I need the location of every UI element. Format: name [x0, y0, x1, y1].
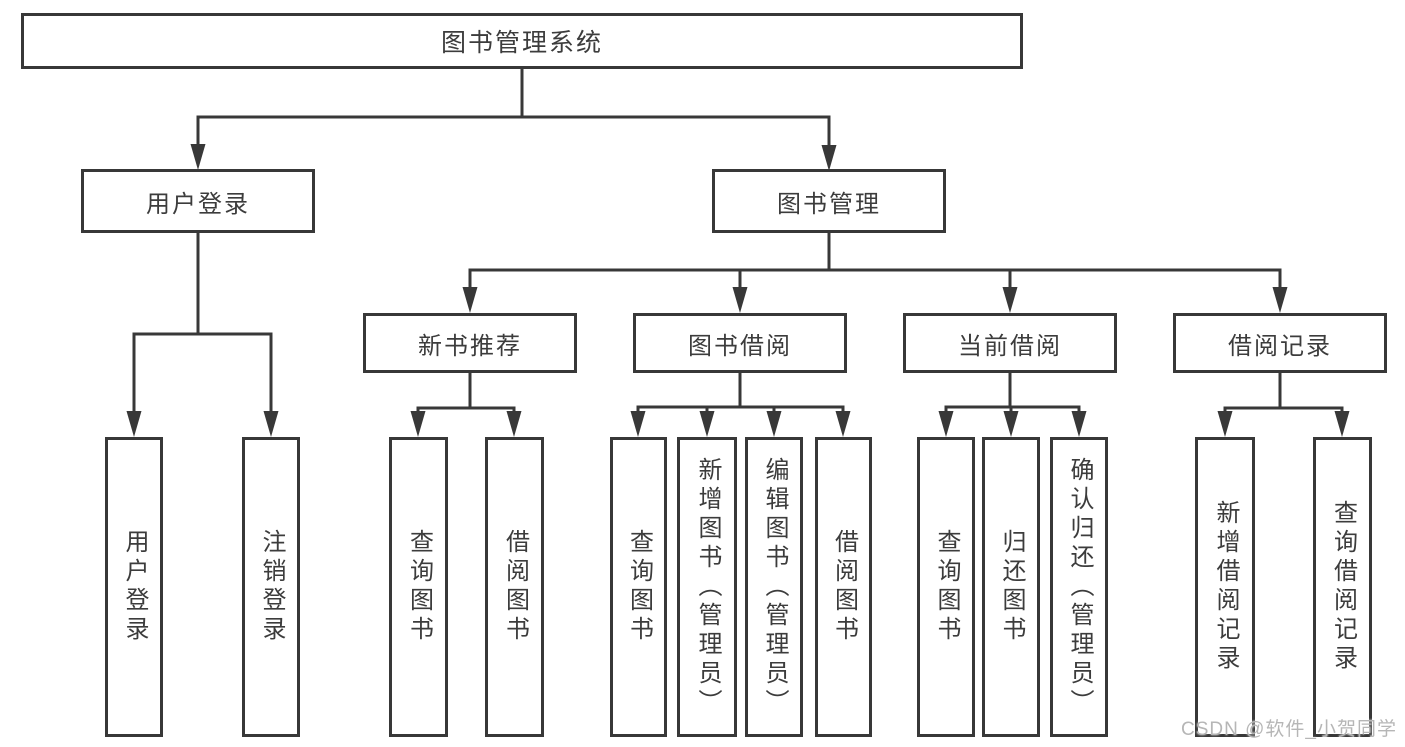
node-label: 图书管理系统	[440, 29, 603, 57]
leaf-borrow-books: 借阅图书	[815, 437, 872, 737]
node-borrow-record: 借阅记录	[1173, 313, 1387, 373]
leaf-label: 借阅图书	[830, 529, 858, 645]
leaf-label: 新增图书（管理员）	[694, 456, 721, 718]
leaf-label: 注销登录	[258, 529, 285, 645]
leaf-borrow-books: 借阅图书	[485, 437, 544, 737]
leaf-logout: 注销登录	[242, 437, 300, 737]
node-label: 当前借阅	[958, 332, 1062, 360]
leaf-add-book-admin: 新增图书（管理员）	[677, 437, 737, 737]
leaf-label: 查询图书	[625, 529, 653, 645]
leaf-edit-book-admin: 编辑图书（管理员）	[745, 437, 803, 737]
leaf-query-books: 查询图书	[389, 437, 448, 737]
leaf-label: 借阅图书	[501, 529, 529, 645]
leaf-add-borrow-record: 新增借阅记录	[1195, 437, 1255, 737]
leaf-label: 归还图书	[998, 529, 1025, 645]
leaf-label: 确认归还（管理员）	[1066, 456, 1093, 718]
node-user-login: 用户登录	[81, 169, 315, 233]
leaf-label: 编辑图书（管理员）	[761, 456, 788, 718]
leaf-label: 查询图书	[933, 529, 960, 645]
node-label: 借阅记录	[1228, 332, 1332, 360]
leaf-label: 用户登录	[121, 529, 148, 645]
leaf-query-books: 查询图书	[917, 437, 975, 737]
node-library-management-system: 图书管理系统	[21, 13, 1023, 69]
node-book-management: 图书管理	[712, 169, 946, 233]
leaf-return-books: 归还图书	[982, 437, 1040, 737]
leaf-label: 查询图书	[405, 529, 433, 645]
leaf-label: 新增借阅记录	[1212, 500, 1239, 674]
leaf-confirm-return-admin: 确认归还（管理员）	[1050, 437, 1108, 737]
leaf-user-login: 用户登录	[105, 437, 163, 737]
csdn-watermark: CSDN @软件_小贺同学	[1181, 719, 1397, 740]
node-new-book-recommend: 新书推荐	[363, 313, 577, 373]
node-label: 图书借阅	[688, 332, 792, 360]
node-label: 图书管理	[777, 190, 881, 218]
leaf-label: 查询借阅记录	[1329, 500, 1357, 674]
leaf-query-books: 查询图书	[610, 437, 667, 737]
node-label: 新书推荐	[418, 332, 522, 360]
leaf-query-borrow-record: 查询借阅记录	[1313, 437, 1372, 737]
node-book-borrow: 图书借阅	[633, 313, 847, 373]
node-label: 用户登录	[146, 190, 250, 218]
node-current-borrow: 当前借阅	[903, 313, 1117, 373]
